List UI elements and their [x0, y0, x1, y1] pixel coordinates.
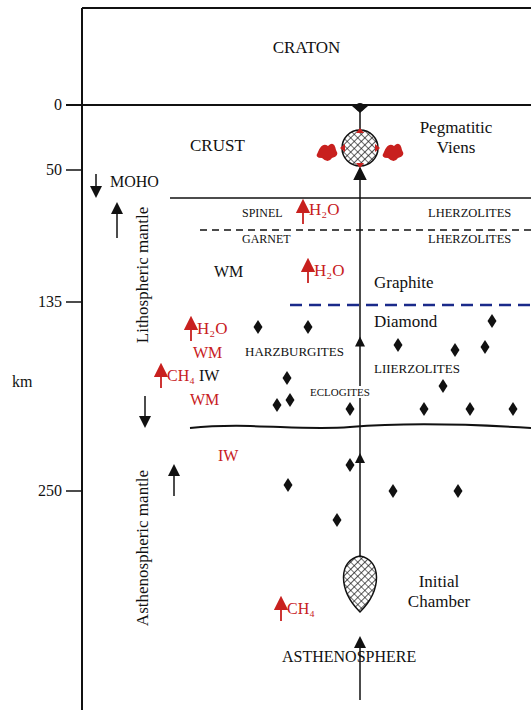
layer-label: SPINEL: [242, 207, 283, 220]
diamond-symbol: [394, 338, 403, 352]
layer-label: km: [12, 373, 32, 391]
diamond-symbol: [254, 320, 263, 334]
diamond-symbol: [273, 398, 282, 412]
fluid-label: CH₄: [287, 600, 315, 618]
diamond-symbol: [333, 513, 342, 527]
diamond-symbol: [283, 371, 292, 385]
craton-band: CRATON: [82, 8, 531, 105]
node-label: Initial Chamber: [394, 572, 484, 613]
layer-label: MOHO: [110, 173, 159, 191]
diamond-symbol: [420, 402, 429, 416]
layer-label: LHERZOLITES: [428, 233, 511, 247]
layer-label: 250: [38, 482, 62, 500]
flow-arrowhead: [355, 453, 365, 463]
layer-label: LHERZOLITES: [428, 207, 511, 221]
layer-label: 0: [54, 96, 62, 114]
fluid-label: H₂O: [197, 320, 227, 339]
layer-label: GARNET: [242, 233, 291, 246]
layer-label: 135: [38, 293, 62, 311]
layer-label: ASTHENOSPHERE: [282, 648, 416, 666]
fluid-label: WM: [190, 391, 219, 409]
layer-label: Graphite: [374, 274, 433, 293]
diamond-symbol: [346, 458, 355, 472]
diamond-symbol: [509, 402, 518, 416]
fluid-label: H₂O: [309, 201, 339, 220]
zone-label: Lithospheric mantle: [134, 207, 153, 343]
fluid-label: H₂O: [314, 262, 344, 281]
diamond-symbol: [284, 478, 293, 492]
diamond-symbol: [466, 402, 475, 416]
diamond-symbol: [389, 484, 398, 498]
layer-label: ECLOGITES: [308, 386, 372, 398]
layer-label: Diamond: [374, 313, 437, 332]
diamond-symbol: [439, 379, 448, 393]
diamond-symbol: [346, 402, 355, 416]
diamond-symbol: [286, 393, 295, 407]
node-label: CRATON: [273, 38, 341, 58]
fluid-label: WM: [193, 344, 222, 362]
layer-label: 50: [46, 161, 62, 179]
diamond-symbol: [481, 340, 490, 354]
magma-ascent-line: [359, 168, 361, 556]
pegmatite-symbol: Pegmatitic Viens: [338, 128, 382, 168]
layer-label: HARZBURGITES: [243, 345, 346, 359]
diamond-symbol: [304, 320, 313, 334]
diamond-symbol: [451, 343, 460, 357]
layer-label: IW: [199, 367, 219, 385]
node-label: Pegmatitic Viens: [410, 118, 502, 159]
layer-label: LIIERZOLITES: [372, 362, 462, 376]
diamond-symbol: [488, 314, 497, 328]
layer-label: CRUST: [190, 137, 245, 156]
zone-label: Asthenospheric mantle: [134, 470, 153, 626]
fluid-label: IW: [218, 447, 238, 465]
chamber-symbol: Initial Chamber: [340, 556, 380, 612]
layer-label: WM: [214, 263, 243, 281]
fluid-label: CH₄: [167, 367, 195, 385]
diamond-symbol: [454, 484, 463, 498]
flow-arrowhead: [355, 337, 365, 347]
